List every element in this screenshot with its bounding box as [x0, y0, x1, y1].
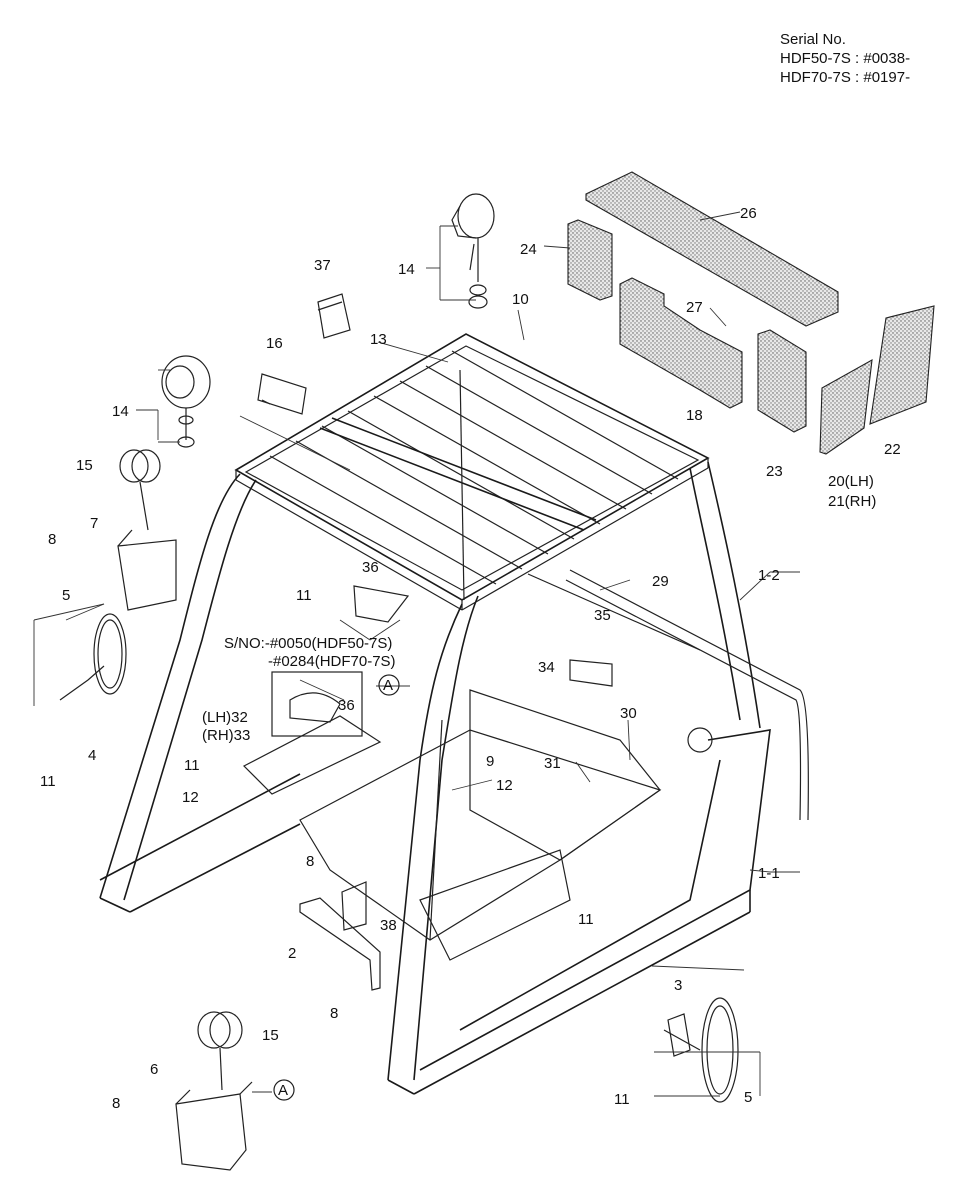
label-8-bottom: 8 — [112, 1095, 120, 1112]
label-22: 22 — [884, 441, 901, 458]
label-16: 16 — [266, 335, 283, 352]
serial-title: Serial No. — [780, 31, 846, 48]
label-8-left: 8 — [48, 531, 56, 548]
label-11-roof: 11 — [296, 587, 312, 604]
callout-a-circle-1 — [378, 674, 400, 696]
label-18: 18 — [686, 407, 703, 424]
rear-lamp-15-bottom — [197, 1011, 243, 1091]
serial-line-hdf50: HDF50-7S : #0038- — [780, 50, 911, 67]
label-5-left: 5 — [62, 587, 70, 604]
pad-20 — [819, 358, 873, 455]
label-3: 3 — [674, 977, 682, 994]
pad-18 — [619, 277, 743, 409]
label-31: 31 — [544, 755, 561, 772]
pad-24 — [567, 219, 613, 301]
label-8-lower: 8 — [330, 1005, 338, 1022]
label-9: 9 — [486, 753, 494, 770]
label-24: 24 — [520, 241, 537, 258]
mirror-5-right — [663, 997, 739, 1103]
label-11-right: 11 — [614, 1091, 630, 1108]
bracket-38 — [341, 881, 367, 931]
bracket-3 — [667, 1013, 691, 1057]
insulation-pads — [567, 171, 935, 455]
label-11-floor: 11 — [578, 911, 594, 928]
label-14-left: 14 — [112, 403, 129, 420]
sno-cover-box — [271, 671, 363, 737]
leader-lines — [33, 211, 800, 1097]
label-23: 23 — [766, 463, 783, 480]
wire-12 — [429, 719, 443, 941]
beacon-37 — [317, 293, 351, 339]
label-12-left: 12 — [182, 789, 199, 806]
bracket-6 — [175, 1081, 253, 1171]
label-36-roof: 36 — [362, 559, 379, 576]
bracket-34 — [569, 659, 613, 687]
cab-frame — [99, 461, 809, 1095]
rear-lamp-15-top — [119, 449, 161, 531]
part-labels: 1-2 1-1 2 3 4 5 5 6 7 8 8 8 8 9 10 11 11… — [40, 205, 901, 1112]
label-30: 30 — [620, 705, 637, 722]
label-26: 26 — [740, 205, 757, 222]
label-15-top: 15 — [76, 457, 93, 474]
sno-note-line2: -#0284(HDF70-7S) — [268, 653, 396, 670]
label-20-lh: 20(LH) — [828, 473, 874, 490]
label-4: 4 — [88, 747, 96, 764]
label-37: 37 — [314, 257, 331, 274]
label-13: 13 — [370, 331, 387, 348]
cover-36 — [353, 585, 410, 623]
label-36-box: 36 — [338, 697, 355, 714]
mirror-5-left — [59, 613, 127, 701]
callout-a-2: A — [278, 1082, 288, 1099]
label-7: 7 — [90, 515, 98, 532]
mirror-16 — [257, 373, 307, 415]
cover-32-33 — [242, 715, 382, 795]
wire-13 — [459, 369, 465, 601]
callout-a-circle-2 — [273, 1079, 295, 1101]
label-1-2: 1-2 — [758, 567, 780, 584]
work-lamp-top — [451, 193, 495, 309]
label-10: 10 — [512, 291, 529, 308]
sno-note-line1: S/NO:-#0050(HDF50-7S) — [224, 635, 392, 652]
pad-23 — [757, 329, 807, 433]
label-11-left: 11 — [40, 773, 56, 790]
plate-2 — [299, 897, 381, 991]
label-5-right: 5 — [744, 1089, 752, 1106]
label-2: 2 — [288, 945, 296, 962]
label-38: 38 — [380, 917, 397, 934]
label-35: 35 — [594, 607, 611, 624]
work-lamp-left — [161, 355, 211, 448]
label-15-bottom: 15 — [262, 1027, 279, 1044]
bracket-7 — [117, 529, 177, 611]
label-8-mid: 8 — [306, 853, 314, 870]
label-21-rh: 21(RH) — [828, 493, 876, 510]
label-12-right: 12 — [496, 777, 513, 794]
label-34: 34 — [538, 659, 555, 676]
overhead-guard-roof — [234, 333, 710, 611]
pad-22 — [869, 305, 935, 425]
roof-slats — [269, 350, 679, 585]
pad-26 — [585, 171, 839, 327]
label-11-cover: 11 — [184, 757, 200, 774]
label-27: 27 — [686, 299, 703, 316]
label-33-rh: (RH)33 — [202, 727, 250, 744]
serial-line-hdf70: HDF70-7S : #0197- — [780, 69, 911, 86]
label-14-top: 14 — [398, 261, 415, 278]
label-6: 6 — [150, 1061, 158, 1078]
label-1-1: 1-1 — [758, 865, 780, 882]
label-29: 29 — [652, 573, 669, 590]
label-32-lh: (LH)32 — [202, 709, 248, 726]
callout-a-1: A — [383, 677, 393, 694]
